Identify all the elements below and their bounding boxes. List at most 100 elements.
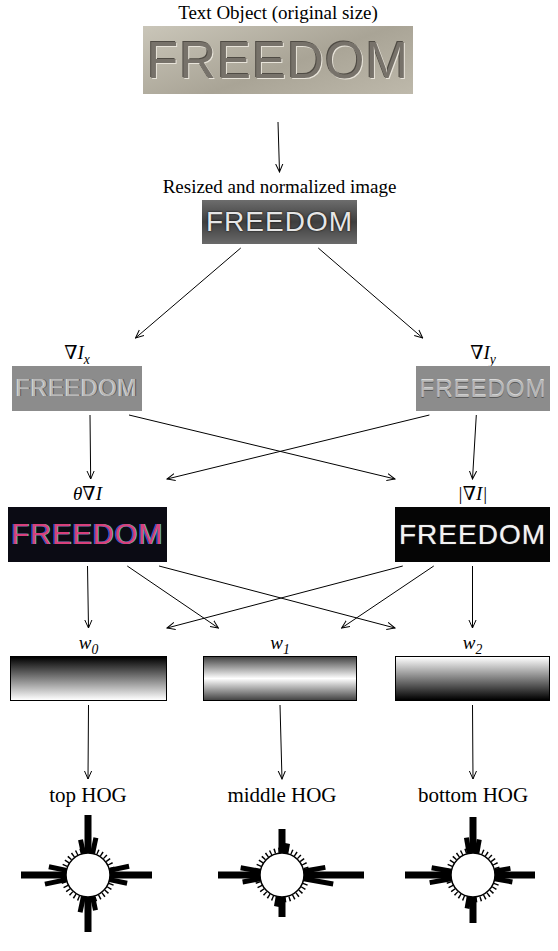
panel-caption: w1: [270, 632, 290, 654]
histogram-ticks: [63, 850, 113, 900]
weight-map: w1: [203, 632, 357, 701]
histogram-bar: [274, 896, 281, 907]
histogram-bar: [85, 897, 92, 932]
histogram-bar: [44, 877, 67, 886]
weight-map: w0: [10, 632, 167, 701]
panel-caption: ∇Iy: [470, 342, 496, 364]
weight-gradient: [395, 656, 550, 701]
subscript: y: [490, 352, 496, 367]
hog-title: middle HOG: [227, 783, 336, 807]
text-run: w: [270, 632, 283, 653]
histogram-bar: [465, 896, 472, 909]
flow-arrow: [472, 566, 473, 628]
histogram-bar: [303, 865, 326, 874]
histogram-bar: [109, 864, 130, 873]
weight-gradient: [10, 656, 167, 701]
image-word: FREEDOM: [147, 35, 409, 86]
flow-arrow: [472, 705, 474, 779]
histogram-bar: [110, 872, 152, 879]
image-panel: Resized and normalized imageFREEDOM: [202, 176, 357, 244]
subscript: 1: [283, 642, 290, 657]
flow-arrow: [318, 248, 422, 338]
text-run: ∇I: [470, 342, 490, 363]
flow-arrow: [136, 248, 241, 338]
histogram-bar: [21, 872, 66, 879]
panel-caption: Text Object (original size): [178, 2, 378, 24]
image-panel: Text Object (original size) FREEDOM: [143, 2, 413, 94]
gradient-image: ∇IyFREEDOM: [416, 342, 550, 411]
histogram-bar: [303, 876, 333, 886]
flow-arrow: [159, 566, 395, 628]
histogram-ticks: [448, 850, 498, 900]
flow-arrow: [342, 566, 434, 628]
image-word: FREEDOM: [16, 377, 138, 400]
image-body: FREEDOM: [416, 366, 550, 411]
histogram-bar: [283, 843, 290, 854]
subscript: 2: [475, 642, 482, 657]
flow-arrow: [127, 566, 218, 628]
flow-arrow: [167, 566, 403, 628]
histogram-bar: [431, 865, 452, 873]
histogram-bar: [90, 896, 98, 911]
image-body: FREEDOM: [12, 366, 142, 411]
flow-arrow: [88, 566, 89, 628]
image-body: FREEDOM: [395, 507, 550, 562]
panel-caption: |∇I|: [457, 483, 487, 505]
weight-map: w2: [395, 632, 550, 701]
histogram-ring: [66, 853, 110, 897]
image-word: FREEDOM: [420, 377, 547, 401]
histogram-bar: [78, 839, 86, 854]
histogram-bar: [240, 865, 261, 873]
flow-arrow: [129, 415, 395, 479]
flow-arrow: [90, 415, 92, 479]
text-run: w: [79, 632, 92, 653]
panel-caption: Resized and normalized image: [163, 176, 397, 198]
histogram-bar: [48, 864, 67, 873]
flow-arrow: [88, 705, 90, 779]
histogram-bar: [494, 866, 511, 874]
hog-label: top HOG: [28, 783, 148, 807]
image-word: FREEDOM: [12, 520, 164, 549]
text-run: ∇I: [64, 342, 84, 363]
image-body: FREEDOM: [202, 200, 357, 244]
flow-arrow: [280, 705, 282, 779]
hog-title: bottom HOG: [418, 783, 528, 807]
image-word: FREEDOM: [206, 208, 353, 236]
histogram-bar: [109, 877, 128, 886]
subscript: x: [84, 352, 90, 367]
flow-arrow: [278, 122, 280, 172]
flow-arrow: [167, 415, 429, 479]
polar-histogram: [21, 815, 152, 932]
magnitude-image: |∇I| FREEDOM: [395, 483, 550, 562]
histogram-bar: [494, 876, 513, 884]
flow-arrow: [473, 415, 477, 479]
histogram-bar: [429, 876, 452, 885]
histogram-bar: [85, 815, 92, 853]
histogram-ring: [260, 853, 304, 897]
histogram-bar: [304, 872, 364, 879]
image-body: FREEDOM: [8, 507, 167, 562]
weight-gradient: [203, 656, 357, 701]
text-run: w: [463, 632, 476, 653]
panel-caption: θ∇I: [73, 483, 102, 505]
histogram-bar: [78, 896, 86, 913]
polar-histogram: [218, 829, 364, 917]
hog-label: bottom HOG: [403, 783, 543, 807]
gradient-image: ∇IxFREEDOM: [12, 342, 142, 411]
polar-histogram: [405, 817, 535, 923]
hog-label: middle HOG: [212, 783, 352, 807]
histogram-ticks: [257, 850, 307, 900]
histogram-bar: [474, 839, 481, 854]
panel-caption: ∇Ix: [64, 342, 90, 364]
subscript: 0: [91, 642, 98, 657]
panel-caption: w2: [463, 632, 483, 654]
image-word: FREEDOM: [399, 521, 546, 549]
image-body: FREEDOM: [143, 26, 413, 94]
histogram-bar: [218, 872, 260, 879]
histogram-bar: [242, 876, 261, 884]
hog-title: top HOG: [49, 783, 127, 807]
histogram-bar: [464, 837, 472, 854]
